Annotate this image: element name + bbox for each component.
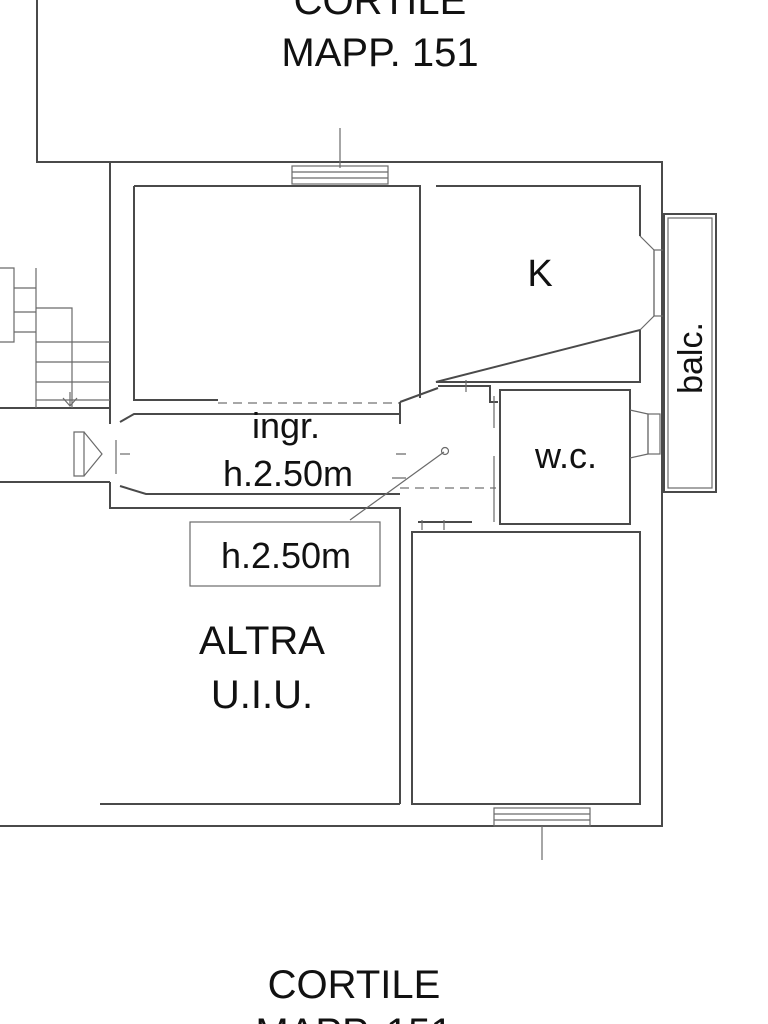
entrance-height-label: h.2.50m [223,453,353,494]
stair-direction-arrow-icon [62,392,78,407]
parcel-bottom-label: MAPP. 151 [255,1011,452,1024]
parcel-top-label: MAPP. 151 [281,31,478,75]
height-box-label: h.2.50m [221,535,351,576]
other-unit-label-line1: ALTRA [199,619,325,663]
balcony [663,213,717,493]
corridor [392,380,498,530]
courtyard-bottom-label: CORTILE [268,963,441,1007]
external-stairs [0,267,110,408]
room-bottom-right [411,531,641,805]
kitchen-window [639,235,665,331]
window-top [291,128,389,185]
entry-arrow-icon [73,431,103,477]
height-box [189,521,381,587]
window-bottom [493,807,591,860]
room-wc [499,389,631,525]
outer-walls [0,0,663,827]
other-unit-label-line2: U.I.U. [211,673,313,717]
height-marker [349,446,450,521]
balcony-label: balc. [672,322,710,394]
wc-label: w.c. [534,435,597,476]
room-entrance [115,402,400,495]
courtyard-top-label: CORTILE [294,0,467,23]
room-kitchen [435,185,641,383]
entrance-label: ingr. [252,405,320,446]
wc-window [629,409,661,459]
room-left-large [133,185,421,401]
kitchen-label: K [527,253,552,295]
